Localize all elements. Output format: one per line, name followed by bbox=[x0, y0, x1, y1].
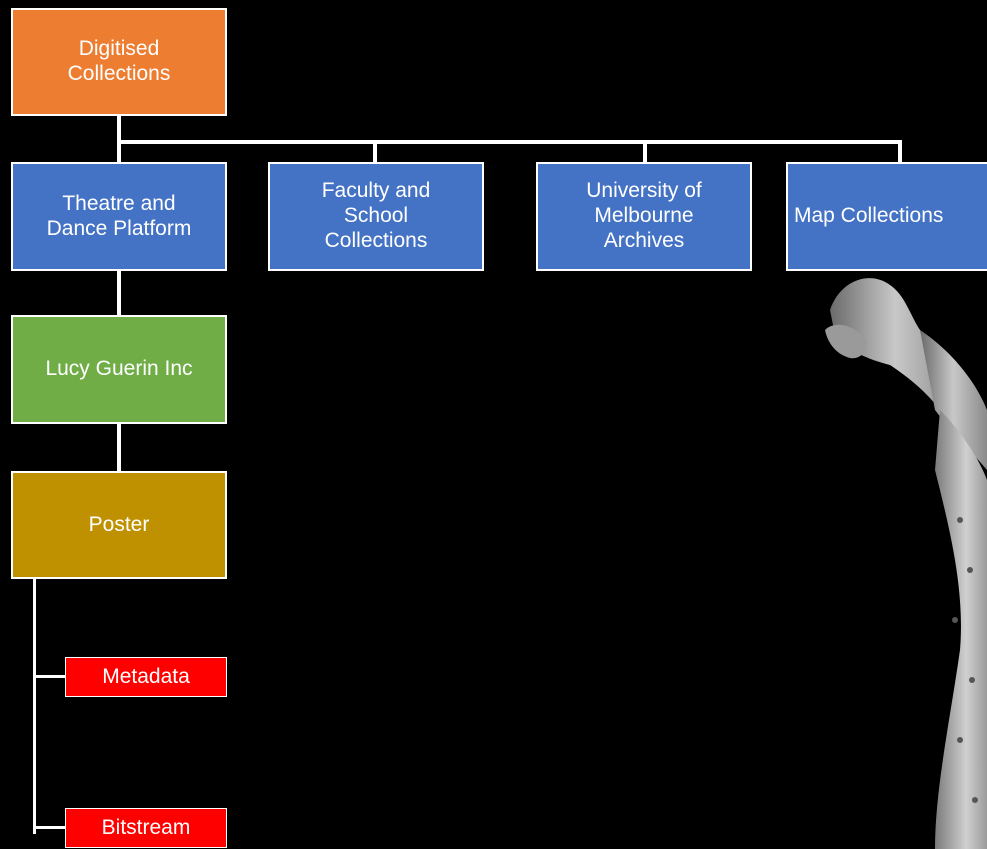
item-node-poster: Poster bbox=[11, 471, 227, 579]
hand-photo-image bbox=[825, 278, 987, 849]
connector-to-faculty bbox=[373, 140, 377, 165]
root-node-digitised-collections: Digitised Collections bbox=[11, 8, 227, 116]
connector-root-down bbox=[117, 115, 121, 142]
connector-to-maps bbox=[898, 140, 902, 165]
category-node-university-archives: University of Melbourne Archives bbox=[536, 162, 752, 271]
category-node-faculty-school: Faculty and School Collections bbox=[268, 162, 484, 271]
connector-to-archives bbox=[643, 140, 647, 165]
category-node-theatre-dance: Theatre and Dance Platform bbox=[11, 162, 227, 271]
connector-to-theatre bbox=[117, 140, 121, 165]
connector-lucy-to-poster bbox=[117, 424, 121, 472]
connector-to-bitstream bbox=[33, 826, 65, 829]
collection-node-lucy-guerin: Lucy Guerin Inc bbox=[11, 315, 227, 424]
connector-theatre-to-lucy bbox=[117, 269, 121, 315]
connector-horizontal-bus bbox=[117, 140, 902, 144]
component-node-metadata: Metadata bbox=[65, 657, 227, 697]
component-node-bitstream: Bitstream bbox=[65, 808, 227, 848]
connector-to-metadata bbox=[33, 675, 65, 678]
category-node-map-collections: Map Collections bbox=[786, 162, 987, 271]
connector-poster-trunk bbox=[33, 578, 36, 834]
